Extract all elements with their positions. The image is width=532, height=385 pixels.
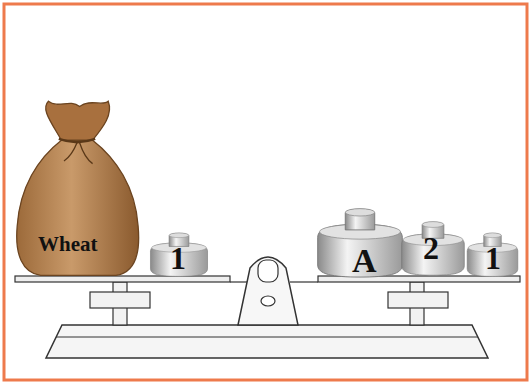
- left-pan: [15, 276, 230, 282]
- weight-knob: [345, 209, 374, 230]
- scale-base: [46, 325, 488, 358]
- sack-top: [46, 101, 110, 140]
- knob-top: [169, 233, 189, 238]
- pillar-hole: [261, 296, 275, 306]
- frame-border: [4, 4, 527, 380]
- knob-top: [484, 233, 502, 238]
- base-line: [56, 337, 478, 338]
- weight: 1: [148, 230, 210, 277]
- weight: 2: [399, 218, 467, 276]
- weight-label: 2: [423, 232, 439, 264]
- central-pillar: [238, 257, 298, 325]
- sack-body: [17, 140, 139, 275]
- knob-top: [422, 222, 444, 228]
- sack-string: [64, 143, 93, 164]
- weight-body: [467, 243, 518, 276]
- sack-label: Wheat: [38, 234, 98, 255]
- pillar-slot: [258, 260, 278, 282]
- weight-body: [318, 224, 403, 277]
- left-support: [90, 292, 150, 308]
- weight-label: A: [352, 244, 377, 278]
- weight: 1: [465, 230, 520, 277]
- left-arm: [230, 281, 248, 282]
- weight: A: [314, 204, 406, 278]
- wheat-sack: Wheat: [12, 96, 142, 278]
- knob-top: [345, 209, 374, 216]
- right-arm: [290, 281, 318, 282]
- sack-tie: [59, 139, 95, 142]
- weight-label: 1: [485, 242, 501, 274]
- weight-body: [150, 243, 207, 276]
- weight-label: 1: [170, 242, 186, 274]
- right-support: [388, 292, 448, 308]
